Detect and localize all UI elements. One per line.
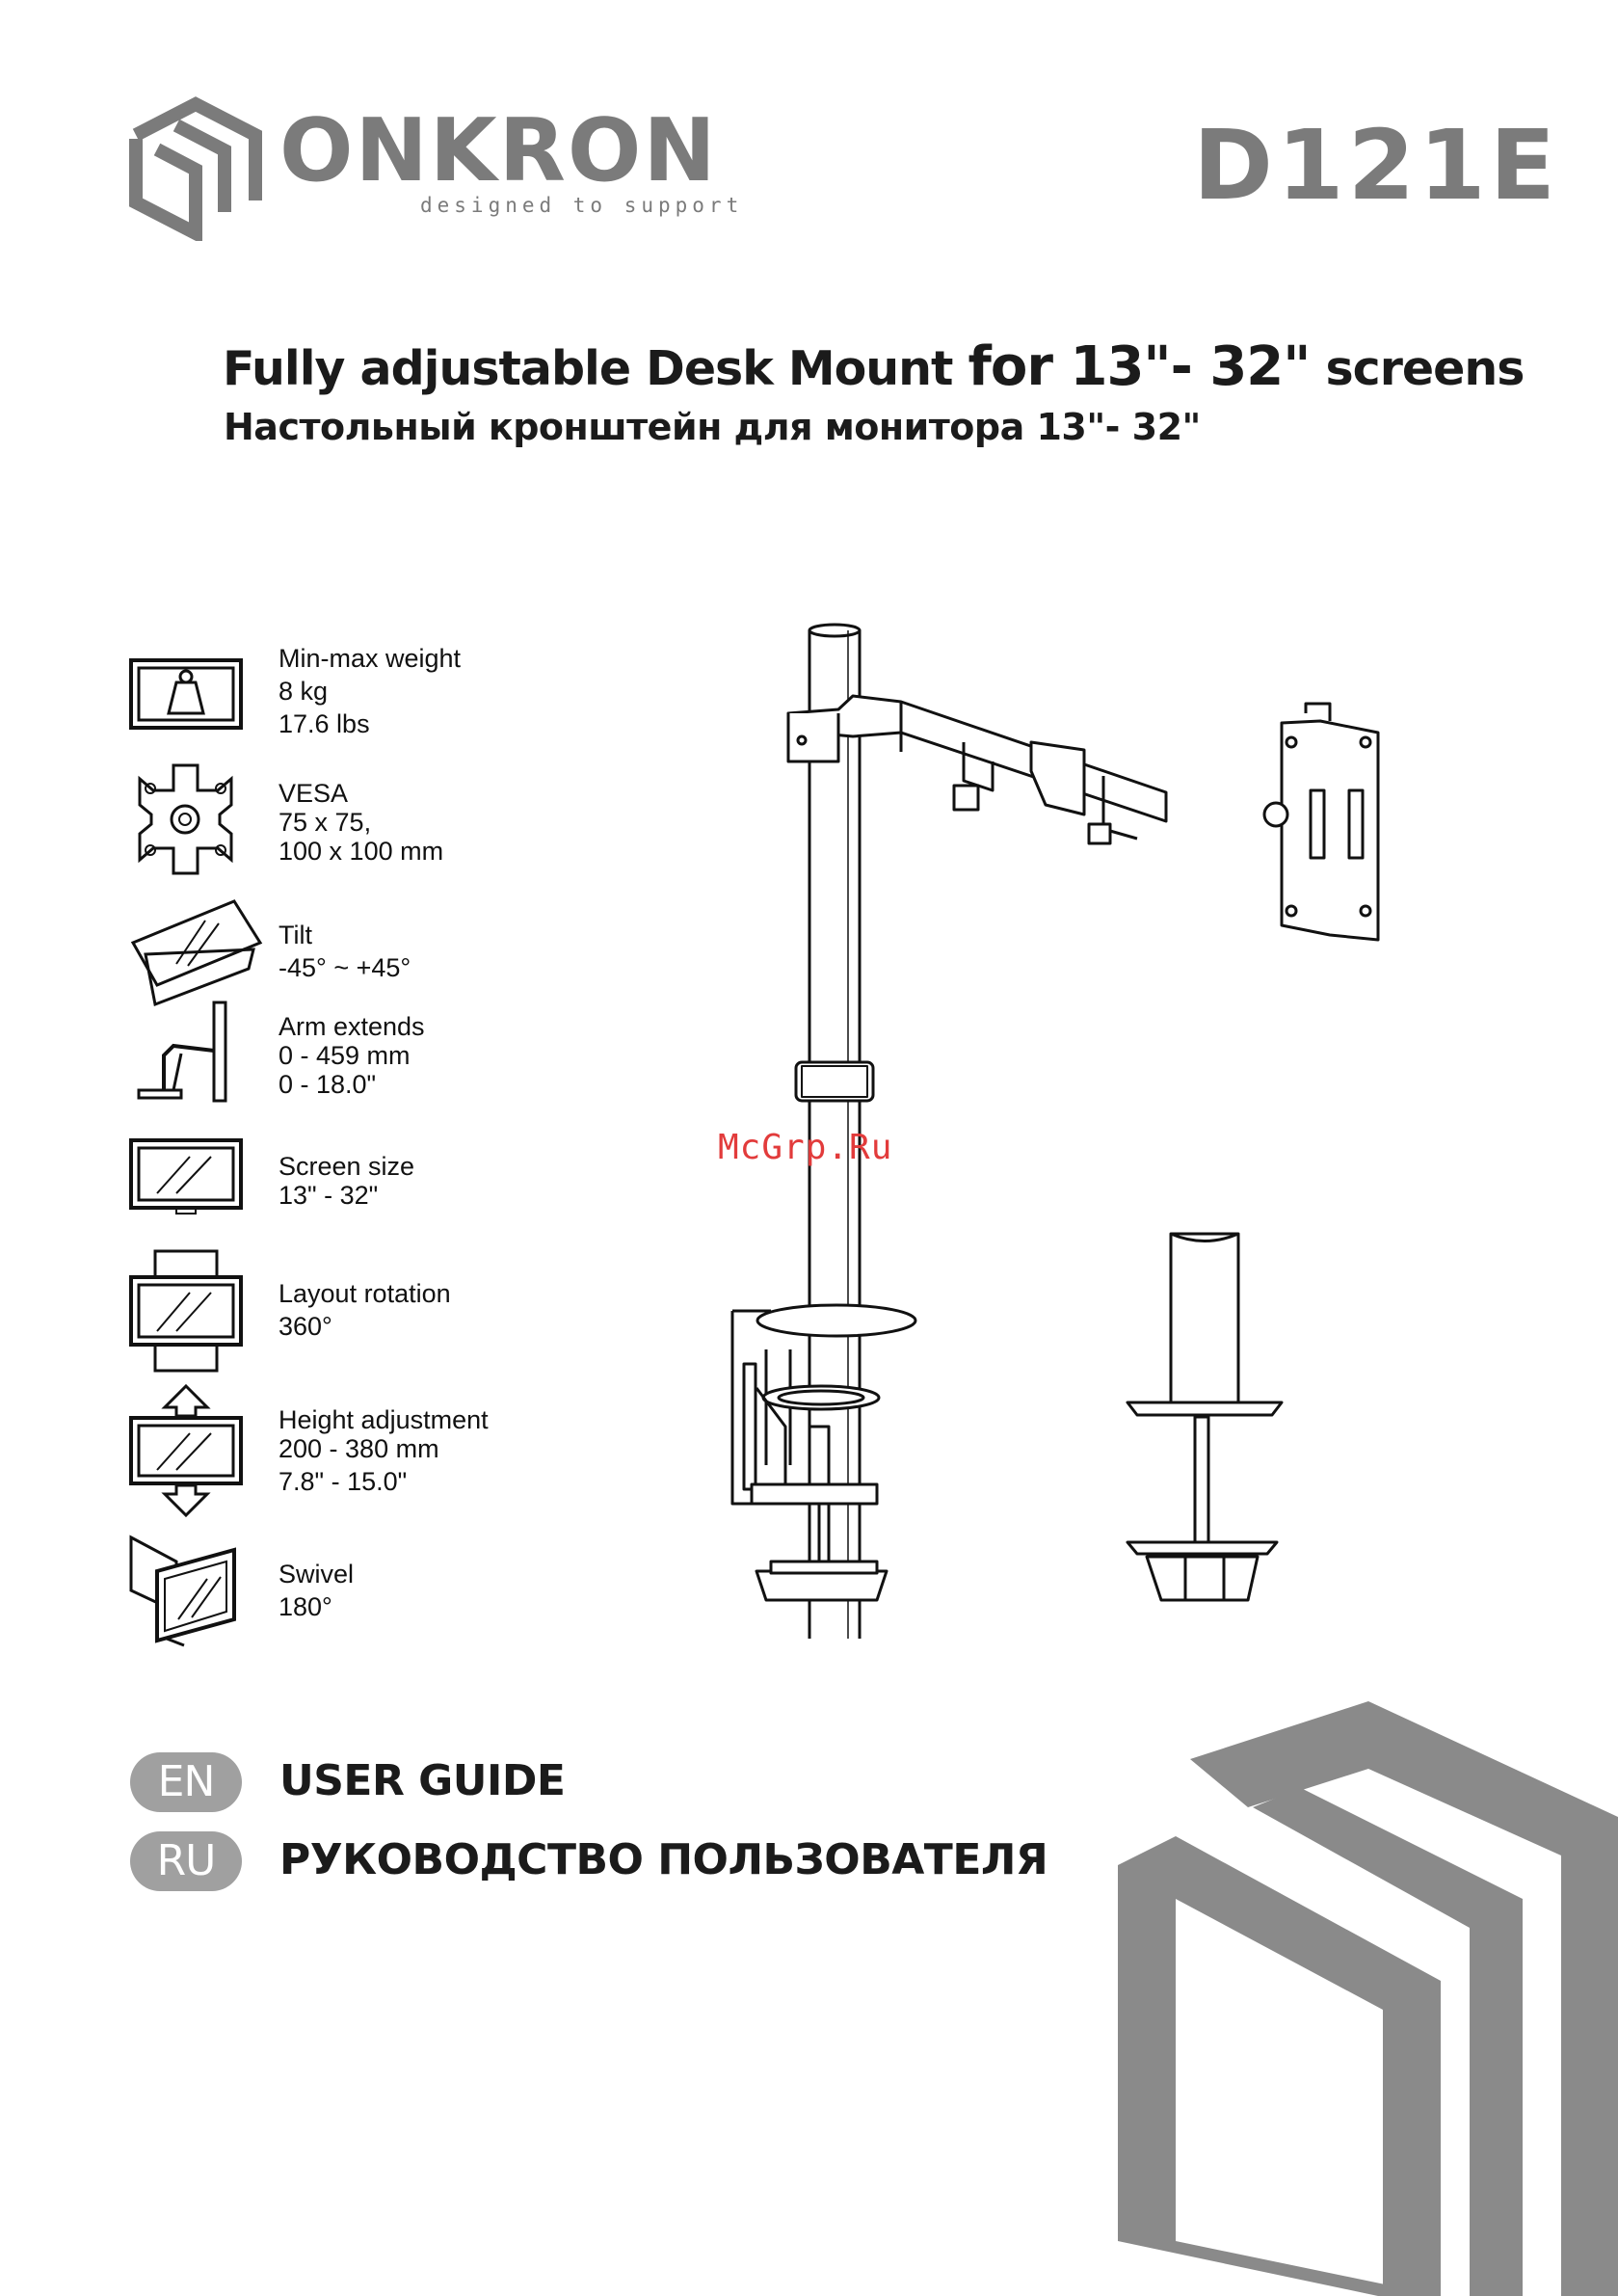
spec-value: 0 - 18.0" [279,1070,377,1099]
lang-badge-en: EN [130,1752,242,1812]
height-adjustment-icon [129,1383,243,1518]
lang-badge-ru: RU [130,1831,242,1891]
brand-name: ONKRON [279,100,718,201]
spec-height-adjustment: Height adjustment 200 - 380 mm 7.8" - 15… [279,1405,489,1496]
screen-size-icon [129,1138,243,1215]
brand-tagline: designed to support [420,194,744,217]
spec-label: Tilt [279,921,312,949]
spec-value: 75 x 75, [279,808,372,837]
spec-label: Swivel [279,1560,355,1589]
watermark-text: McGrp.Ru [718,1128,893,1167]
title-english: Fully adjustable Desk Mount for 13"- 32"… [223,335,1525,398]
spec-label: Arm extends [279,1012,425,1041]
spec-label: Layout rotation [279,1279,451,1308]
spec-value: 0 - 459 mm [279,1041,411,1070]
tilt-icon [130,899,263,1007]
weight-icon [129,658,243,730]
spec-value: 180° [279,1592,332,1621]
guide-title-ru: РУКОВОДСТВО ПОЛЬЗОВАТЕЛЯ [279,1835,1048,1884]
spec-value: 8 kg [279,677,329,706]
spec-value: 17.6 lbs [279,709,370,738]
onkron-logo-icon [129,96,262,241]
spec-value: 13" - 32" [279,1181,379,1210]
spec-vesa: VESA 75 x 75, 100 x 100 mm [279,779,443,866]
spec-value: 360° [279,1312,332,1341]
spec-value: 200 - 380 mm [279,1434,439,1463]
spec-label: Screen size [279,1152,415,1181]
brand-mark-decoration-icon [1118,1701,1618,2296]
spec-arm-extends: Arm extends 0 - 459 mm 0 - 18.0" [279,1012,425,1099]
layout-rotation-icon [129,1249,243,1373]
vesa-icon [138,763,233,875]
desk-mount-drawing [730,623,1380,1641]
title-english-tail: screens [1325,341,1525,396]
swivel-icon [129,1535,236,1647]
spec-label: Min-max weight [279,644,462,673]
model-number: D121E [1193,109,1560,222]
spec-label: Height adjustment [279,1405,489,1434]
spec-layout-rotation: Layout rotation 360° [279,1279,451,1341]
spec-tilt: Tilt -45° ~ +45° [279,921,411,982]
spec-swivel: Swivel 180° [279,1560,354,1621]
guide-title-en: USER GUIDE [279,1756,566,1805]
spec-value: -45° ~ +45° [279,953,411,982]
spec-value: 7.8" - 15.0" [279,1467,408,1496]
spec-value: 100 x 100 mm [279,837,444,866]
title-russian: Настольный кронштейн для монитора 13"- 3… [224,406,1201,448]
spec-label: VESA [279,779,349,808]
title-english-main: Fully adjustable Desk Mount [223,341,953,396]
spec-weight: Min-max weight 8 kg 17.6 lbs [279,644,461,738]
arm-extends-icon [137,1001,227,1103]
spec-screen-size: Screen size 13" - 32" [279,1152,414,1210]
title-english-for: for 13"- 32" [968,335,1312,398]
